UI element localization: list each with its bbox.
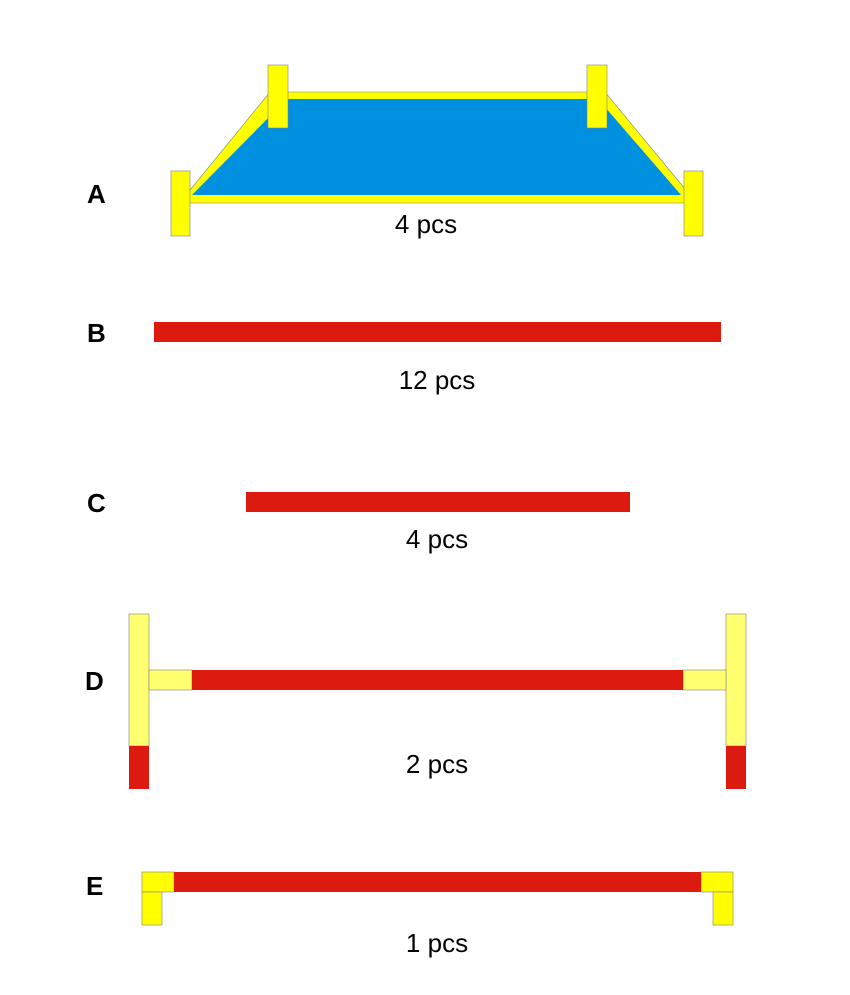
part-a-post-bottom-right (683, 170, 704, 237)
part-e-quantity: 1 pcs (406, 928, 468, 958)
part-b: B 12 pcs (87, 318, 721, 395)
part-d: D 2 pcs (85, 613, 747, 789)
part-e-red-bar (174, 872, 701, 892)
part-d-connector-right (682, 669, 727, 691)
part-a-blue-panel (192, 99, 681, 195)
part-b-red-bar (154, 322, 721, 342)
part-c-letter: C (87, 488, 106, 518)
part-d-post-right-yellow (725, 613, 747, 747)
part-c-quantity: 4 pcs (406, 524, 468, 554)
part-d-red-bar (192, 670, 683, 690)
part-c-red-bar (246, 492, 630, 512)
part-e-letter: E (86, 871, 103, 901)
part-d-letter: D (85, 666, 104, 696)
part-a-post-bottom-left (170, 170, 191, 237)
part-c: C 4 pcs (87, 488, 630, 554)
part-e-bracket-left-top (141, 871, 175, 893)
part-e-bracket-right-top (700, 871, 734, 893)
part-e: E 1 pcs (86, 871, 734, 958)
part-d-post-right-red (726, 746, 746, 789)
part-a-post-top-left (267, 64, 289, 129)
part-a-post-top-right (586, 64, 608, 129)
part-b-quantity: 12 pcs (399, 365, 476, 395)
part-a: A 4 pcs (87, 64, 704, 239)
part-a-letter: A (87, 179, 106, 209)
part-d-quantity: 2 pcs (406, 749, 468, 779)
part-e-bracket-left-down (141, 891, 163, 926)
part-d-connector-left (148, 669, 193, 691)
part-b-letter: B (87, 318, 106, 348)
part-d-post-left-yellow (128, 613, 150, 747)
part-a-quantity: 4 pcs (395, 209, 457, 239)
part-d-post-left-red (129, 746, 149, 789)
part-e-bracket-right-down (712, 891, 734, 926)
